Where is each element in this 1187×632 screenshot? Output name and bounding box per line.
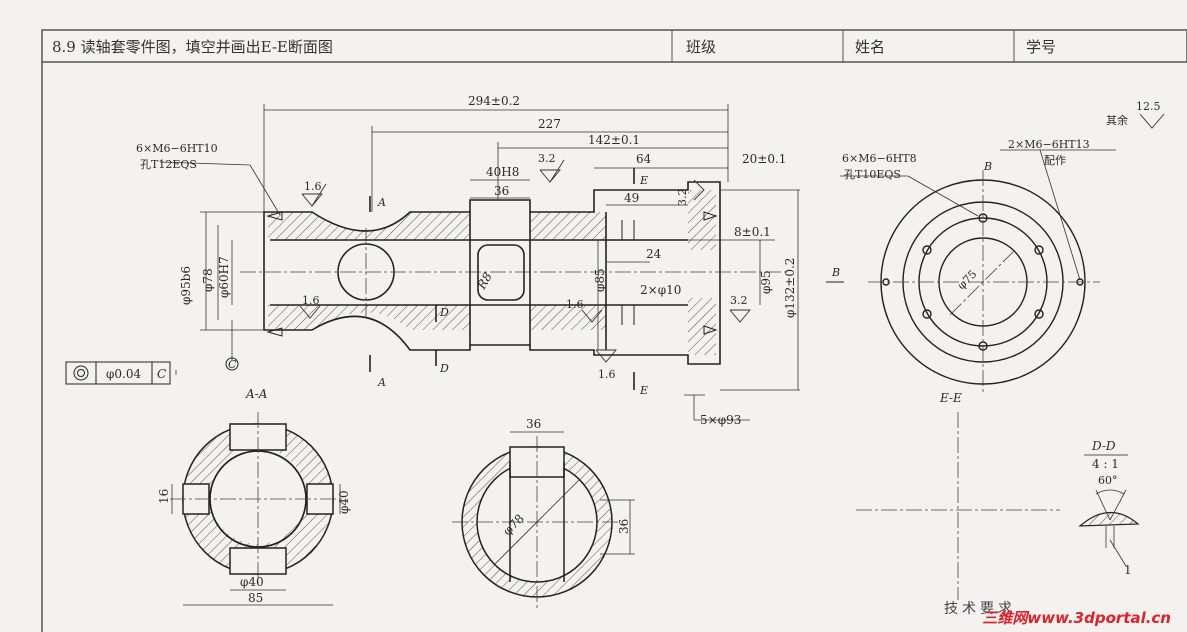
svg-text:2×M6−6HT13: 2×M6−6HT13 (1008, 138, 1090, 151)
watermark: 三维网www.3dportal.cn (982, 609, 1171, 627)
main-centerline (240, 228, 790, 318)
svg-text:E: E (639, 174, 648, 187)
svg-text:3.2: 3.2 (730, 294, 748, 307)
header-frame (41, 29, 1187, 632)
svg-text:φ132±0.2: φ132±0.2 (783, 258, 797, 318)
svg-text:4 : 1: 4 : 1 (1092, 457, 1119, 471)
ee-centerlines (868, 170, 1100, 394)
svg-text:3.2: 3.2 (676, 189, 689, 207)
svg-text:φ78: φ78 (500, 511, 527, 538)
main-view-outline (263, 181, 721, 365)
svg-text:φ75: φ75 (955, 268, 980, 293)
main-dim-lines (159, 104, 800, 421)
svg-text:φ0.04: φ0.04 (106, 367, 141, 381)
answer-centerlines (856, 412, 1060, 600)
middle-section: 36 36 φ78 (452, 417, 635, 608)
svg-text:64: 64 (636, 152, 652, 166)
svg-text:60°: 60° (1098, 474, 1118, 487)
svg-text:16: 16 (157, 489, 171, 504)
svg-text:D-D: D-D (1091, 439, 1116, 453)
svg-text:294±0.2: 294±0.2 (468, 94, 520, 108)
svg-text:φ85: φ85 (593, 268, 607, 292)
svg-text:142±0.1: 142±0.1 (588, 133, 640, 147)
ee-texts: 6×M6−6HT8 孔T10EQS 2×M6−6HT13 配作 B φ75 E-… (842, 138, 1090, 405)
svg-text:8±0.1: 8±0.1 (734, 225, 771, 239)
section-markers (369, 168, 844, 390)
task-title: 8.9 读轴套零件图，填空并画出E-E断面图 (52, 38, 333, 56)
svg-text:1.6: 1.6 (566, 298, 584, 311)
dd-detail: D-D 4 : 1 60° 1 (1078, 439, 1140, 577)
svg-text:5×φ93: 5×φ93 (700, 413, 741, 427)
svg-text:1: 1 (1124, 563, 1132, 577)
id-label: 学号 (1026, 38, 1057, 56)
tolerance-frame (65, 357, 239, 385)
name-label: 姓名 (855, 38, 886, 56)
svg-text:6×M6−6HT10: 6×M6−6HT10 (136, 142, 218, 155)
svg-text:36: 36 (494, 184, 509, 198)
svg-text:12.5: 12.5 (1136, 100, 1161, 113)
svg-text:φ78: φ78 (201, 268, 215, 292)
svg-text:B: B (831, 266, 840, 279)
svg-text:A: A (377, 376, 386, 389)
main-dim-texts: 294±0.2 227 142±0.1 64 20±0.1 40H8 36 49… (106, 94, 1161, 427)
svg-text:3.2: 3.2 (538, 152, 556, 165)
svg-text:D: D (439, 306, 449, 319)
svg-text:36: 36 (526, 417, 541, 431)
svg-text:40H8: 40H8 (486, 165, 519, 179)
ee-leaders (840, 149, 1116, 281)
svg-text:1.6: 1.6 (302, 294, 320, 307)
svg-text:φ60H7: φ60H7 (217, 256, 231, 298)
svg-text:φ40: φ40 (240, 575, 264, 589)
class-label: 班级 (686, 38, 717, 56)
svg-text:E: E (639, 384, 648, 397)
svg-text:其余: 其余 (1106, 113, 1128, 127)
svg-text:D: D (439, 362, 449, 375)
svg-text:配作: 配作 (1044, 154, 1066, 167)
svg-text:C: C (157, 367, 166, 381)
roughness-symbols (299, 113, 1165, 363)
svg-text:20±0.1: 20±0.1 (742, 152, 786, 166)
svg-text:R8: R8 (474, 270, 495, 293)
main-view-hatching (268, 190, 716, 355)
svg-text:6×M6−6HT8: 6×M6−6HT8 (842, 152, 917, 165)
svg-text:49: 49 (624, 191, 639, 205)
svg-text:E-E: E-E (939, 391, 962, 405)
svg-text:24: 24 (646, 247, 662, 261)
aa-section: A-A 16 φ40 φ40 85 (157, 387, 351, 606)
svg-text:φ95: φ95 (759, 270, 773, 294)
svg-text:2×φ10: 2×φ10 (640, 283, 681, 297)
svg-text:A: A (377, 196, 386, 209)
svg-text:36: 36 (617, 519, 631, 534)
svg-text:孔T10EQS: 孔T10EQS (844, 168, 901, 181)
tech-requirements-label: 技术要求 (944, 601, 1016, 617)
svg-text:227: 227 (538, 117, 561, 131)
svg-text:孔T12EQS: 孔T12EQS (140, 158, 197, 171)
svg-text:1.6: 1.6 (304, 180, 322, 193)
svg-text:A-A: A-A (245, 387, 268, 401)
svg-text:φ40: φ40 (337, 490, 351, 514)
svg-text:φ95b6: φ95b6 (179, 266, 193, 305)
svg-text:C: C (228, 358, 237, 371)
svg-text:1.6: 1.6 (598, 368, 616, 381)
svg-text:B: B (983, 160, 992, 173)
svg-text:85: 85 (248, 591, 263, 605)
